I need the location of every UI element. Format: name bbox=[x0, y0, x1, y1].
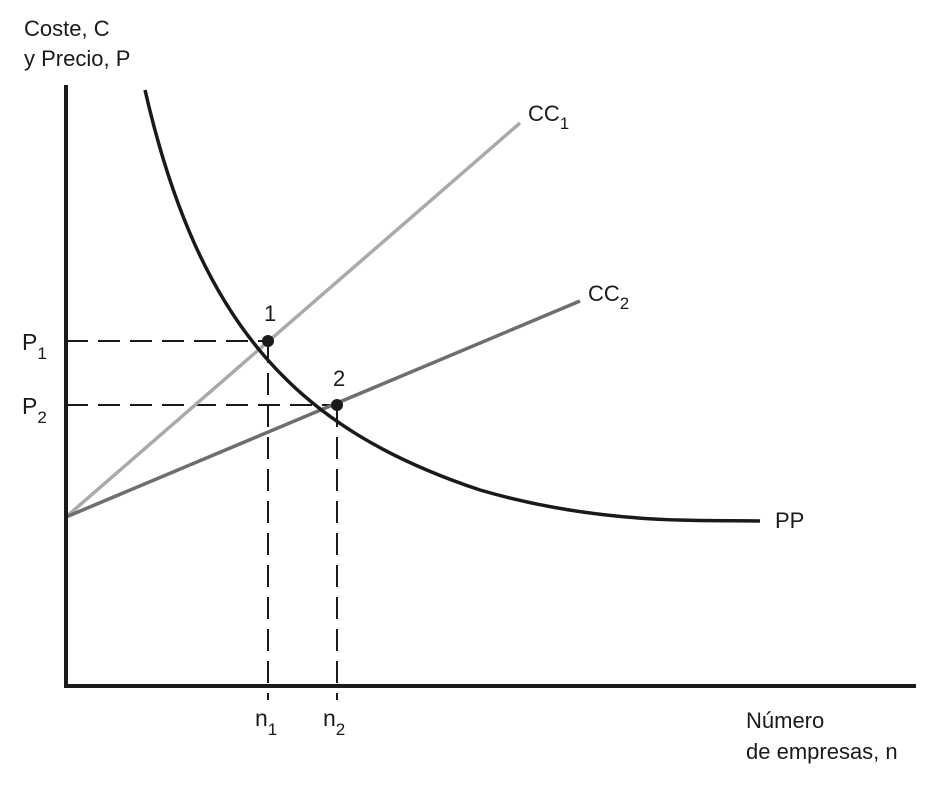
x-axis-title-line2: de empresas, n bbox=[746, 739, 898, 764]
equilibrium-point-1 bbox=[262, 335, 274, 347]
n1-tick-label: n1 bbox=[255, 705, 277, 739]
pp-curve bbox=[143, 89, 761, 523]
axes bbox=[64, 85, 916, 688]
cc2-label: CC2 bbox=[588, 281, 629, 313]
point-1-label: 1 bbox=[264, 301, 276, 326]
x-axis-title-line1: Número bbox=[746, 708, 824, 733]
cc1-line bbox=[64, 121, 522, 519]
pp-label: PP bbox=[775, 508, 804, 533]
cc1-label: CC1 bbox=[528, 101, 569, 133]
point-2-label: 2 bbox=[333, 366, 345, 391]
p2-tick-label: P2 bbox=[22, 393, 47, 427]
y-axis-title-line2: y Precio, P bbox=[24, 46, 130, 71]
p1-tick-label: P1 bbox=[22, 329, 47, 363]
y-axis-title-line1: Coste, C bbox=[24, 16, 110, 41]
n2-tick-label: n2 bbox=[323, 705, 345, 739]
dashed-guides bbox=[66, 340, 338, 700]
equilibrium-point-2 bbox=[331, 399, 343, 411]
